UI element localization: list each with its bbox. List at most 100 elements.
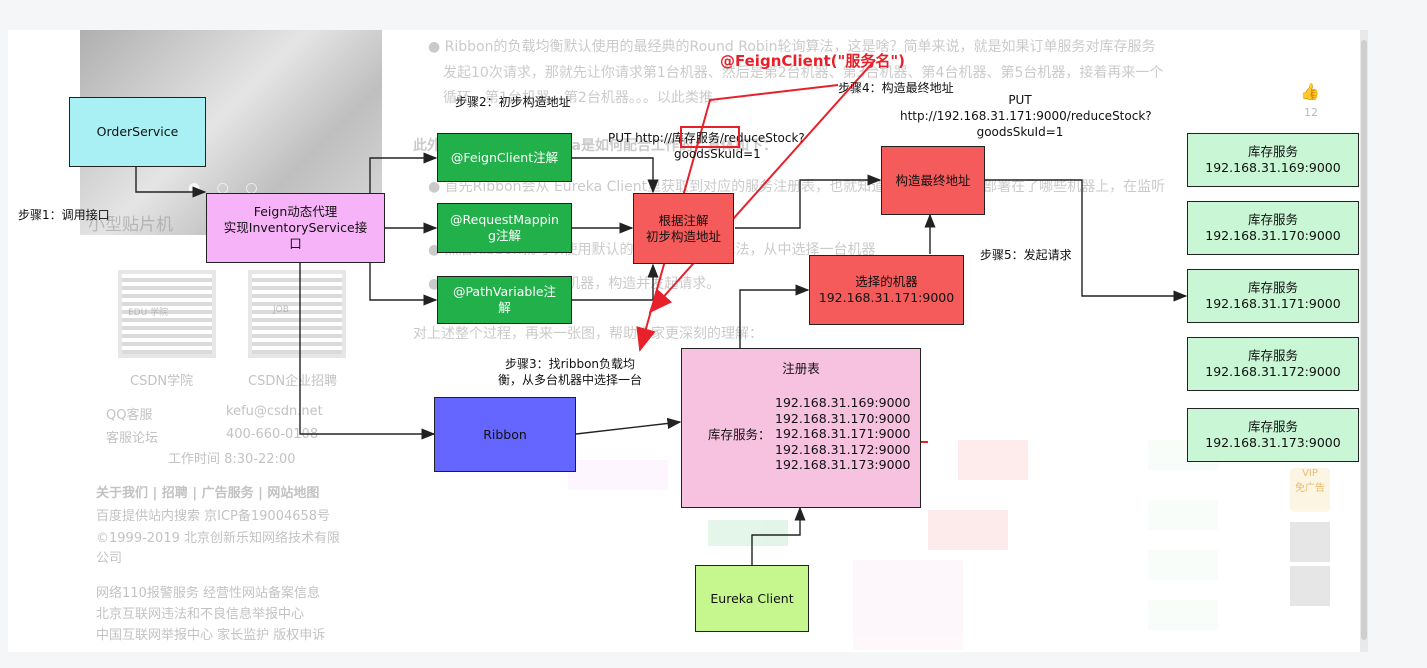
put-final-line-2: http://192.168.31.171:9000/reduceStock? <box>900 109 1152 123</box>
back-to-top-button[interactable] <box>1290 522 1330 562</box>
phone-number: 400-660-0108 <box>226 427 319 442</box>
service-name-highlight <box>680 126 740 148</box>
annotation-arrow-2 <box>648 59 876 314</box>
article-line-2: 发起10次请求，那就先让你请求第1台机器、然后是第2台机器、第3台机器、第4台机… <box>443 65 1164 81</box>
article-line-1: ● Ribbon的负载均衡默认使用的最经典的Round Robin轮询算法，这是… <box>428 39 1156 55</box>
inventory-name-4: 库存服务 <box>1247 348 1298 363</box>
inventory-node-3: 库存服务 192.168.31.171:9000 <box>1187 269 1359 323</box>
registry-ip-1: 192.168.31.169:9000 <box>775 395 911 410</box>
feign-proxy-line-1: Feign动态代理 <box>253 204 338 219</box>
order-service-label: OrderService <box>96 124 179 139</box>
icp-text: 百度提供站内搜索 京ICP备19004658号 <box>96 509 331 524</box>
qr-inner-edu: EDU 学院 <box>128 308 169 318</box>
put-initial-line-2: goodsSkuId=1 <box>674 147 761 161</box>
feignclient-annotation-label: @FeignClient注解 <box>450 149 559 165</box>
requestmapping-annotation-node: @RequestMappin g注解 <box>437 203 572 253</box>
requestmapping-line-2: g注解 <box>488 228 521 243</box>
article-canvas: ● ○ ○ 小型贴片机 EDU 学院 JOB CSDN学院 CSDN企业招聘 Q… <box>8 30 1360 652</box>
step3-line-1: 步骤3：找ribbon负载均 <box>504 357 636 371</box>
inventory-node-2: 库存服务 192.168.31.170:9000 <box>1187 201 1359 255</box>
like-icon[interactable]: 👍 <box>1300 82 1320 101</box>
edge-order-to-feign <box>135 167 207 198</box>
inventory-node-1: 库存服务 192.168.31.169:9000 <box>1187 133 1359 187</box>
step5-label: 步骤5：发起请求 <box>980 248 1072 262</box>
footer-line-3[interactable]: 中国互联网举报中心 家长监护 版权申诉 <box>96 628 326 643</box>
order-service-node: OrderService <box>69 97 206 167</box>
copyright-text: ©1999-2019 北京创新乐知网络技术有限 <box>96 531 340 546</box>
annotation-arrow-1 <box>636 84 839 352</box>
forum-link[interactable]: 客服论坛 <box>106 431 159 446</box>
registry-ip-4: 192.168.31.172:9000 <box>775 441 911 457</box>
build-initial-line-2: 初步构造地址 <box>645 228 721 244</box>
step4-label: 步骤4：构造最终地址 <box>838 81 954 95</box>
qr-inner-job: JOB <box>273 305 289 315</box>
put-final-line-1: PUT <box>1008 93 1032 107</box>
pathvariable-line-2: 解 <box>498 300 511 315</box>
requestmapping-line-1: @RequestMappin <box>450 212 559 227</box>
qr-code-edu <box>118 270 216 358</box>
registry-service-label: 库存服务： <box>708 427 771 442</box>
registry-ip-3: 192.168.31.171:9000 <box>775 426 911 441</box>
footer-links[interactable]: 关于我们 | 招聘 | 广告服务 | 网站地图 <box>96 486 320 501</box>
step3-line-2: 衡，从多台机器中选择一台 <box>498 373 643 387</box>
qr-code-job <box>248 270 346 358</box>
registry-ip-list: 192.168.31.169:9000 192.168.31.170:9000 … <box>775 395 910 473</box>
inventory-node-5: 库存服务 192.168.31.173:9000 <box>1187 408 1359 462</box>
put-initial-url: PUT http://库存服务/reduceStock? goodsSkuId=… <box>608 130 805 162</box>
edge-eureka-to-registry <box>751 506 806 565</box>
feign-proxy-line-2: 实现InventoryService接 <box>223 220 368 235</box>
edge-build-to-final <box>735 174 882 229</box>
article-line-8: 对上述整个过程，再来一张图，帮助大家更深刻的理解： <box>413 326 763 342</box>
feign-proxy-node: Feign动态代理 实现InventoryService接 口 <box>206 193 385 263</box>
registry-node: 注册表 库存服务： 192.168.31.169:9000 192.168.31… <box>681 348 921 508</box>
inventory-ip-3: 192.168.31.171:9000 <box>1205 296 1341 311</box>
vertical-scrollbar[interactable] <box>1360 30 1368 652</box>
inventory-ip-2: 192.168.31.170:9000 <box>1205 228 1341 243</box>
vip-badge[interactable]: VIP 免广告 <box>1290 468 1330 512</box>
pathvariable-annotation-node: @PathVariable注 解 <box>437 276 572 324</box>
qq-service-link[interactable]: QQ客服 <box>106 408 153 423</box>
work-time: 工作时间 8:30-22:00 <box>168 452 296 467</box>
step1-label: 步骤1：调用接口 <box>18 208 110 222</box>
build-final-label: 构造最终地址 <box>895 172 971 188</box>
step3-label: 步骤3：找ribbon负载均 衡，从多台机器中选择一台 <box>498 356 642 388</box>
inventory-ip-1: 192.168.31.169:9000 <box>1205 160 1341 175</box>
inventory-name-5: 库存服务 <box>1247 419 1298 434</box>
selected-machine-title: 选择的机器 <box>855 274 918 289</box>
pathvariable-line-1: @PathVariable注 <box>452 284 557 299</box>
eureka-client-label: Eureka Client <box>710 590 794 606</box>
edge-step3-to-ribbon <box>299 262 436 440</box>
qr-label-edu: CSDN学院 <box>130 374 194 389</box>
build-final-address-node: 构造最终地址 <box>881 146 985 215</box>
edge-pathvariable-to-build <box>572 263 659 301</box>
inventory-name-1: 库存服务 <box>1247 144 1298 159</box>
inventory-name-2: 库存服务 <box>1247 212 1298 227</box>
build-initial-line-1: 根据注解 <box>658 212 709 228</box>
qr-label-job: CSDN企业招聘 <box>248 374 338 389</box>
selected-machine-node: 选择的机器 192.168.31.171:9000 <box>809 255 964 325</box>
ribbon-node: Ribbon <box>434 397 576 472</box>
registry-ip-2: 192.168.31.170:9000 <box>775 410 911 426</box>
eureka-client-node: Eureka Client <box>695 565 809 632</box>
inventory-name-3: 库存服务 <box>1247 280 1298 295</box>
article-line-3: 循环，第1台机器、第2台机器。。。以此类推。 <box>443 90 727 106</box>
edge-feignclient-to-build <box>572 157 659 194</box>
company-text: 公司 <box>96 551 123 566</box>
inventory-ip-5: 192.168.31.173:9000 <box>1205 435 1341 450</box>
edge-ribbon-to-registry <box>575 417 682 435</box>
edge-feign-to-feignclient <box>369 152 438 195</box>
ribbon-label: Ribbon <box>483 426 527 442</box>
email-link[interactable]: kefu@csdn.net <box>226 404 323 419</box>
edge-final-to-inventory <box>985 179 1188 302</box>
edge-ribbon-to-selected <box>739 284 810 348</box>
step2-label: 步骤2：初步构造地址 <box>455 95 571 109</box>
report-button[interactable] <box>1290 566 1330 606</box>
inventory-node-4: 库存服务 192.168.31.172:9000 <box>1187 337 1359 391</box>
ghost-diagram <box>568 400 1218 650</box>
inventory-ip-4: 192.168.31.172:9000 <box>1205 364 1341 379</box>
scrollbar-thumb[interactable] <box>1361 40 1367 640</box>
footer-line-2[interactable]: 北京互联网违法和不良信息举报中心 <box>96 607 305 622</box>
put-final-url: PUT http://192.168.31.171:9000/reduceSto… <box>900 92 1152 140</box>
like-count: 12 <box>1304 106 1318 119</box>
footer-line-1[interactable]: 网络110报警服务 经营性网站备案信息 <box>96 586 320 601</box>
